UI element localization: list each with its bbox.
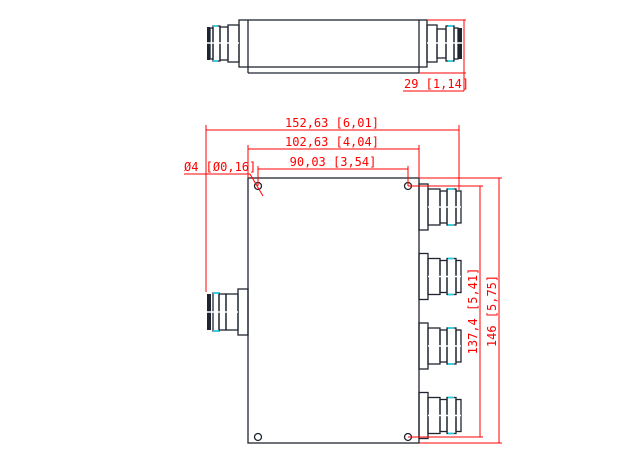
input-port [207, 288, 249, 336]
mount-hole [253, 432, 263, 442]
overall-width-dim-label: 152,63 [6,01] [285, 116, 379, 130]
output-port [418, 252, 462, 301]
vertical-dimensions: 137,4 [5,41] 146 [5,75] [408, 177, 502, 444]
thickness-dimension: 29 [1,14] [403, 19, 469, 92]
hole-spacing-x-dim-label: 90,03 [3,54] [290, 155, 377, 169]
body-width-dim-label: 102,63 [4,04] [285, 135, 379, 149]
hole-diameter-dim-label: Ø4 [Ø0,16] [184, 160, 256, 174]
hole-spacing-y-dim-label: 137,4 [5,41] [466, 268, 480, 355]
output-port [418, 183, 462, 231]
output-port [418, 322, 462, 370]
top-right-connector [426, 24, 463, 63]
top-left-connector [207, 24, 240, 63]
top-view: 29 [1,14] [207, 19, 469, 92]
front-body [247, 177, 420, 444]
horizontal-dimensions: 152,63 [6,01] 102,63 [4,04] 90,03 [3,54]… [184, 116, 460, 292]
output-port [418, 391, 462, 440]
overall-height-dim-label: 146 [5,75] [485, 275, 499, 347]
thickness-dim-label: 29 [1,14] [404, 77, 469, 91]
top-body [238, 19, 428, 68]
output-ports [418, 183, 462, 440]
front-view: 152,63 [6,01] 102,63 [4,04] 90,03 [3,54]… [184, 116, 502, 444]
